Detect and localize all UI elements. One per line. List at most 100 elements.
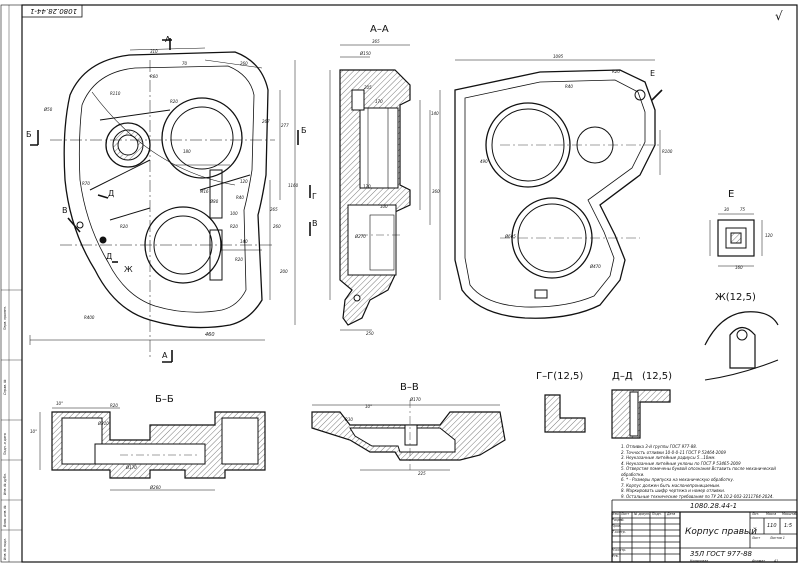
dim-right-160: R100 <box>662 149 673 154</box>
dim-right-phi470: Ø605 <box>505 234 516 239</box>
dim-main-r20d: R20 <box>235 257 243 262</box>
format-value: А1 <box>774 559 779 563</box>
note-line: обработки. <box>621 471 645 477</box>
cut-letter-v-left: В <box>62 206 68 215</box>
title-row-prov: Пров. <box>612 524 622 528</box>
cut-letter-b-right: Б <box>301 126 307 135</box>
dim-main-r20c: R20 <box>230 224 238 229</box>
dim-bb-r20: R20 <box>110 403 118 408</box>
dim-right-1095: 1095 <box>553 54 564 59</box>
view-e <box>709 213 763 267</box>
dim-main-r70: R70 <box>82 181 90 186</box>
side-strip-label: Инв. № дубл. <box>3 473 7 495</box>
title-drawing-number: 1080.28.44-1 <box>690 502 738 510</box>
dim-right-r20: R20 <box>612 69 620 74</box>
title-material: 35Л ГОСТ 977-88 <box>690 550 752 558</box>
title-part-name: Корпус правый <box>685 527 757 537</box>
dim-right-phi610: Ø470 <box>590 264 601 269</box>
dim-bb-245: 10° <box>30 429 38 434</box>
format-label: Формат <box>752 559 765 563</box>
section-vv-view <box>311 400 506 471</box>
dim-e-75: 75 <box>740 207 746 212</box>
dim-aa-120: 120 <box>363 184 371 189</box>
dim-right-phi605: 490 <box>480 159 488 164</box>
cut-letter-d-bottom: Д <box>106 252 113 261</box>
technical-notes: 1. Отливка 3-й группы ГОСТ 977-88. 2. То… <box>621 444 799 499</box>
side-strip <box>0 4 23 563</box>
title-col-sign: Подп. <box>652 512 662 516</box>
dim-main-120: 120 <box>240 179 248 184</box>
title-col-izm: Изм. <box>612 512 620 516</box>
rotated-drawing-number: 1080.28.44-1 <box>30 7 78 15</box>
cut-letter-v-right: В <box>312 219 318 228</box>
dim-vv-r30: R30 <box>345 417 353 422</box>
note-line: 2. Точность отливки 10-0-0-11 ГОСТ Р 534… <box>621 449 726 455</box>
title-row-tkontr: Т.контр. <box>612 530 626 534</box>
section-aa-title: А–А <box>370 24 389 35</box>
dim-e-120: 120 <box>765 233 773 238</box>
section-gg-title: Г–Г(12,5) <box>536 371 584 382</box>
dim-main-r40: R40 <box>236 195 244 200</box>
dim-e-30: 30 <box>724 207 730 212</box>
title-col-list: Лист <box>621 512 630 516</box>
dim-main-m16: М16 <box>200 189 209 194</box>
roughness-mark: √ <box>775 9 783 23</box>
dim-bb-phi170: Ø170 <box>126 465 137 470</box>
main-view <box>29 38 311 363</box>
cut-letter-a-bottom: А <box>162 351 168 360</box>
dim-main-phi50: Ø80 <box>210 199 219 204</box>
dim-main-310: 310 <box>150 49 158 54</box>
section-vv-title: В–В <box>400 382 419 393</box>
section-bb-view <box>39 407 266 491</box>
note-line: 8. Маркировать шифр чертежа и номер отли… <box>621 488 726 493</box>
cut-letter-g: Г <box>312 192 317 201</box>
side-strip-label: Инв. № подл. <box>3 538 7 560</box>
dim-vv-phi170: Ø170 <box>410 397 421 402</box>
side-strip-label: Справ. № <box>3 379 7 395</box>
title-mass-header: Масса <box>766 512 777 516</box>
dim-main-460: 460 <box>205 332 215 338</box>
dim-vv-225: 225 <box>418 471 426 476</box>
dim-bb-phi210: Ø210 <box>98 421 109 426</box>
cut-letter-b-left: Б <box>26 130 32 139</box>
dim-aa-365: 365 <box>372 39 380 44</box>
side-strip-label: Перв. примен. <box>3 306 7 330</box>
note-line: 4. Неуказанные литейные уклоны по ГОСТ Р… <box>621 460 741 466</box>
title-sheet-label: Лист <box>752 536 761 540</box>
side-strip-label: Подп. и дата <box>3 433 7 455</box>
dim-aa-100: 100 <box>380 204 388 209</box>
dim-main-r110: R110 <box>110 91 121 96</box>
dim-main-1160: 1160 <box>288 183 299 188</box>
dim-bb-phi260: Ø260 <box>150 485 161 490</box>
title-row-razrab: Разраб. <box>612 518 625 522</box>
dim-right-490: 360 <box>432 189 440 194</box>
title-col-date: Дата <box>667 512 676 516</box>
note-line: 1. Отливка 3-й группы ГОСТ 977-88. <box>621 444 698 449</box>
dim-main-200: 200 <box>280 269 288 274</box>
rotated-number-box <box>21 4 83 18</box>
dim-main-70: 70 <box>182 61 188 66</box>
section-aa-view <box>329 44 421 331</box>
dim-aa-250: 250 <box>366 331 374 336</box>
title-row-nkontr: Н.контр. <box>612 548 627 552</box>
copied-label: Копировал <box>690 559 709 563</box>
dim-main-260b: 260 <box>273 224 281 229</box>
note-line: 6. * - Размеры припуска на механическую … <box>621 477 735 482</box>
cut-letter-zh: Ж <box>124 265 133 274</box>
dim-main-260: 260 <box>240 61 248 66</box>
dim-main-267: 267 <box>262 119 270 124</box>
note-line: 3. Неуказанные литейные радиусы 5...10мм… <box>621 455 716 460</box>
title-col-doc: № докум. <box>634 512 650 516</box>
view-zh <box>704 311 779 381</box>
dim-aa-phi150: Ø150 <box>360 51 371 56</box>
dim-right-360: 140 <box>431 111 439 116</box>
section-bb-title: Б–Б <box>155 394 174 405</box>
side-view <box>429 59 663 319</box>
view-zh-title: Ж(12,5) <box>715 292 756 303</box>
section-dd-view <box>611 389 671 439</box>
title-scale-value: 1:5 <box>784 523 793 529</box>
dim-main-180: 180 <box>183 149 191 154</box>
title-sheets-label: Листов 1 <box>770 536 785 540</box>
dim-aa-205: 205 <box>364 85 372 90</box>
